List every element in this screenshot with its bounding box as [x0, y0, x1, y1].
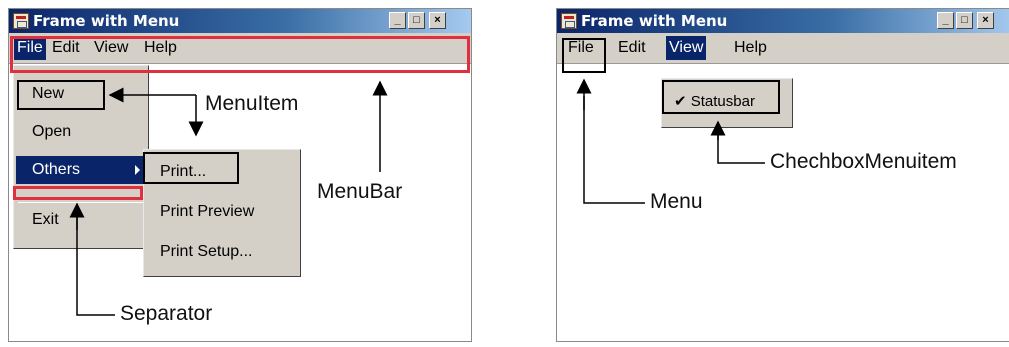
close-button[interactable]: × [977, 12, 994, 29]
label-menubar: MenuBar [317, 180, 403, 203]
menu-help[interactable]: Help [144, 39, 177, 56]
label-menuitem: MenuItem [205, 92, 299, 115]
menu-connector [583, 96, 645, 204]
maximize-button[interactable]: □ [408, 12, 425, 29]
menuitem-print-setup[interactable]: Print Setup... [160, 243, 253, 260]
menuitem-statusbar-label: Statusbar [690, 93, 755, 110]
label-separator: Separator [120, 302, 213, 325]
menu-edit[interactable]: Edit [52, 39, 80, 56]
minimize-button[interactable]: _ [937, 12, 954, 29]
maximize-button[interactable]: □ [956, 12, 973, 29]
menu-edit[interactable]: Edit [618, 39, 646, 56]
java-cup-icon [561, 13, 577, 29]
menu-bar-divider [557, 63, 1009, 64]
menu-bar-divider [9, 63, 471, 64]
window-title: Frame with Menu [581, 12, 728, 30]
menu-bar [557, 33, 1009, 63]
menu-file[interactable]: File [568, 39, 594, 56]
menuitem-exit[interactable]: Exit [32, 211, 59, 228]
menuitem-new[interactable]: New [32, 85, 65, 102]
submenu-arrow-icon [135, 165, 140, 175]
menu-view[interactable]: View [94, 39, 129, 56]
label-menu: Menu [650, 190, 703, 213]
menu-file[interactable]: File [14, 36, 46, 60]
minimize-button[interactable]: _ [389, 12, 406, 29]
menu-others-label: Others [32, 161, 81, 178]
checkmark-icon: ✔ [674, 93, 687, 110]
menuitem-open[interactable]: Open [32, 123, 72, 140]
checkbox-connector [717, 130, 765, 164]
menu-help[interactable]: Help [734, 39, 767, 56]
view-menu-popup: ✔ Statusbar [661, 78, 793, 128]
title-bar: Frame with Menu _ □ × [9, 9, 471, 33]
menuitem-print-preview[interactable]: Print Preview [160, 203, 255, 220]
others-submenu-popup: Print... Print Preview Print Setup... [143, 149, 301, 277]
menu-view[interactable]: View [666, 36, 707, 60]
menu-others[interactable]: Others [16, 156, 146, 184]
window-title: Frame with Menu [33, 12, 180, 30]
right-window: Frame with Menu _ □ × File Edit View Hel… [556, 8, 1009, 342]
title-bar: Frame with Menu _ □ × [557, 9, 1009, 33]
menuitem-print[interactable]: Print... [160, 163, 207, 180]
menuitem-statusbar[interactable]: ✔ Statusbar [664, 88, 790, 116]
java-cup-icon [13, 13, 29, 29]
label-checkbox-menuitem: ChechboxMenuitem [770, 150, 957, 173]
close-button[interactable]: × [429, 12, 446, 29]
separator-connector [76, 210, 115, 316]
